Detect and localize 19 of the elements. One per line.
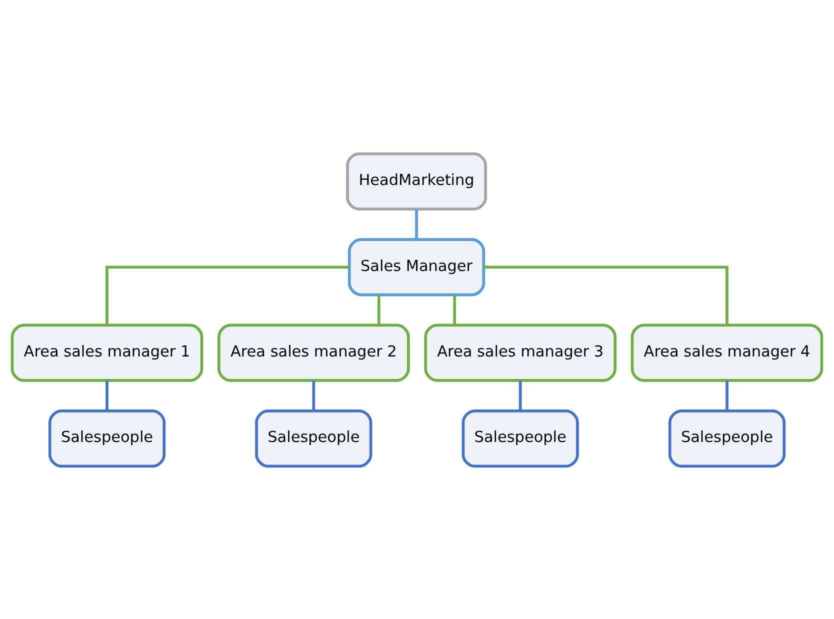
connector — [484, 265, 728, 324]
connector — [106, 380, 108, 410]
node-box: Salespeople — [48, 409, 166, 468]
connector — [312, 380, 316, 410]
node-box: Salespeople — [462, 409, 579, 468]
connector — [106, 265, 350, 324]
node-box: Salespeople — [255, 409, 372, 468]
connector — [518, 380, 522, 410]
node-box: Area sales manager 1 — [10, 323, 204, 382]
connector — [453, 294, 456, 325]
node-box: Salespeople — [668, 409, 786, 468]
node-box: Area sales manager 3 — [424, 323, 617, 382]
connector — [726, 380, 728, 410]
node-box: HeadMarketing — [346, 152, 487, 210]
node-box: Area sales manager 2 — [217, 323, 410, 382]
connector — [377, 294, 380, 325]
node-box: Sales Manager — [348, 238, 486, 296]
node-box: Area sales manager 4 — [630, 323, 824, 382]
connector — [415, 209, 418, 239]
